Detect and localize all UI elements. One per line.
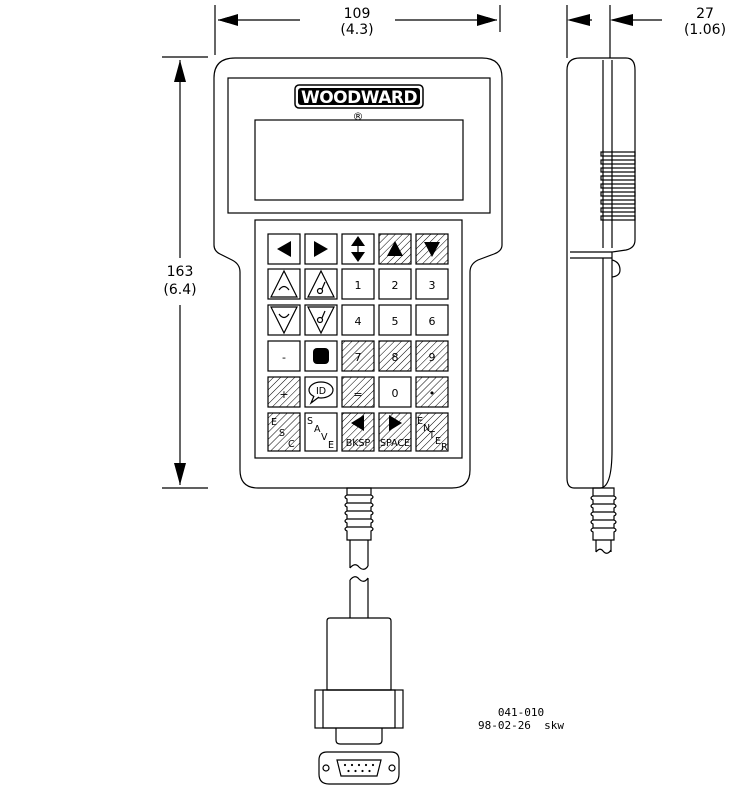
side-vent-grille: [600, 151, 636, 221]
key-updown[interactable]: [341, 233, 375, 265]
db9-connector-icon: [336, 759, 382, 777]
key-enter-n: N: [423, 423, 430, 434]
keypad-frame: [254, 219, 463, 459]
id-speech-bubble-icon: ID: [308, 381, 334, 405]
keypad-row-5: + ID = 0 •: [267, 376, 449, 408]
key-speed-up[interactable]: [267, 268, 301, 300]
space-arrow-icon: [389, 415, 402, 431]
key-enter[interactable]: [415, 412, 449, 452]
key-9-label: 9: [429, 351, 436, 364]
key-esc[interactable]: [267, 412, 301, 452]
keypad-row-1: [267, 233, 449, 265]
key-4-label: 4: [355, 315, 362, 328]
width-in-label: (4.3): [340, 22, 373, 38]
key-space-label: SPACE: [380, 438, 410, 449]
width-dimension: 109 (4.3): [214, 5, 501, 55]
key-2-label: 2: [392, 279, 399, 292]
key-3[interactable]: [415, 268, 449, 300]
stop-square-icon: [313, 348, 329, 364]
up-down-arrow-icon: [351, 236, 365, 262]
key-save-s: S: [307, 416, 313, 427]
depth-in-label: (1.06): [684, 22, 726, 38]
key-3-label: 3: [429, 279, 436, 292]
key-equals-label: =: [353, 388, 362, 401]
keypad-row-3: 4 5 6: [267, 304, 449, 336]
key-8[interactable]: [378, 340, 412, 372]
drawing-number: 041-010: [498, 706, 544, 719]
key-save-e: E: [328, 440, 334, 451]
key-equals[interactable]: [341, 376, 375, 408]
front-housing: [213, 57, 503, 489]
key-enter-r: R: [441, 442, 448, 453]
key-6-label: 6: [429, 315, 436, 328]
triangle-up-load-icon: [307, 269, 335, 298]
woodward-logo: WOODWARD ®: [294, 84, 424, 123]
triangle-down-load-icon: [307, 306, 335, 335]
key-6[interactable]: [415, 304, 449, 336]
key-minus[interactable]: [267, 340, 301, 372]
width-mm-label: 109: [344, 6, 371, 22]
connector: [314, 617, 404, 785]
key-7[interactable]: [341, 340, 375, 372]
key-id-label: ID: [316, 386, 326, 397]
key-5[interactable]: [378, 304, 412, 336]
depth-dimension: 27 (1.06): [566, 5, 726, 58]
key-load-down[interactable]: [304, 304, 338, 336]
height-dimension: 163 (6.4): [162, 56, 208, 489]
triangle-up-speed-icon: [270, 269, 298, 298]
key-4[interactable]: [341, 304, 375, 336]
up-arrow-icon: [387, 241, 403, 256]
key-8-label: 8: [392, 351, 399, 364]
key-minus-label: -: [282, 351, 286, 364]
registered-mark: ®: [353, 110, 364, 123]
left-arrow-icon: [277, 241, 291, 257]
triangle-down-speed-icon: [270, 306, 298, 335]
key-dot[interactable]: [415, 376, 449, 408]
brand-name: WOODWARD: [301, 88, 418, 108]
key-1[interactable]: [341, 268, 375, 300]
height-mm-label: 163: [167, 264, 194, 280]
key-2[interactable]: [378, 268, 412, 300]
keypad-row-6: E S C S A V E BKSP SPACE E N T E R: [267, 412, 449, 453]
key-bksp-label: BKSP: [346, 438, 371, 449]
depth-mm-label: 27: [696, 6, 714, 22]
key-1-label: 1: [355, 279, 362, 292]
bksp-arrow-icon: [351, 415, 364, 431]
key-id[interactable]: [304, 376, 338, 408]
key-7-label: 7: [355, 351, 362, 364]
key-enter-t: T: [428, 430, 435, 441]
height-in-label: (6.4): [163, 282, 196, 298]
lcd-display: [254, 119, 464, 201]
key-esc-e: E: [271, 417, 277, 428]
key-0-label: 0: [392, 387, 399, 400]
key-5-label: 5: [392, 315, 399, 328]
key-esc-s: S: [279, 428, 285, 439]
key-dot-label: •: [429, 387, 436, 400]
key-stop[interactable]: [304, 340, 338, 372]
key-save[interactable]: [304, 412, 338, 452]
key-save-a: A: [314, 424, 321, 435]
right-arrow-icon: [314, 241, 328, 257]
key-enter-e1: E: [417, 416, 423, 427]
front-strain-relief: [344, 487, 374, 541]
key-9[interactable]: [415, 340, 449, 372]
key-plus-label: +: [279, 388, 288, 401]
key-esc-c: C: [288, 439, 295, 450]
down-arrow-icon: [424, 242, 440, 257]
key-plus[interactable]: [267, 376, 301, 408]
key-right[interactable]: [304, 233, 338, 265]
cable: [349, 540, 369, 618]
keypad-row-2: 1 2 3: [267, 268, 449, 300]
key-left[interactable]: [267, 233, 301, 265]
key-load-up[interactable]: [304, 268, 338, 300]
keypad-row-4: - 7 8 9: [267, 340, 449, 372]
key-speed-down[interactable]: [267, 304, 301, 336]
key-enter-e2: E: [435, 436, 441, 447]
key-save-v: V: [321, 432, 328, 443]
drawing-date: 98-02-26 skw: [478, 719, 564, 732]
side-view: [566, 57, 636, 554]
key-0[interactable]: [378, 376, 412, 408]
